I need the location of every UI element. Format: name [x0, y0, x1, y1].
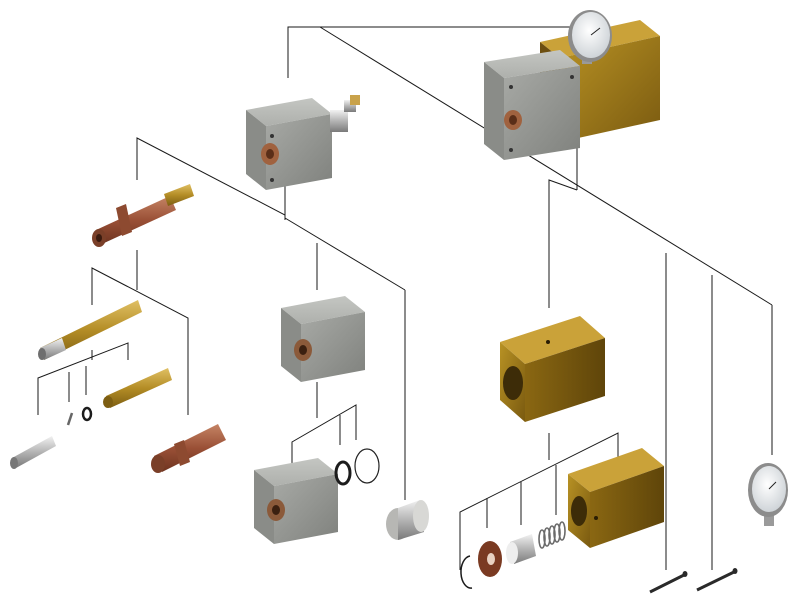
piston — [506, 534, 536, 564]
block-assembly — [281, 296, 365, 382]
top-assembly-with-gauge — [484, 10, 660, 160]
end-plug — [386, 500, 429, 540]
small-pin — [10, 436, 56, 469]
spring — [538, 521, 566, 549]
retaining-ring — [460, 555, 473, 589]
roll-pin — [66, 412, 74, 426]
pressure-gauge — [748, 463, 788, 526]
connector-long-diagonal — [319, 26, 773, 306]
backup-ring — [354, 448, 380, 484]
connector-lines — [37, 26, 773, 570]
seal-washer — [478, 541, 502, 577]
bolt — [649, 571, 688, 594]
poppet-assembly — [92, 184, 194, 247]
copper-poppet — [151, 424, 226, 473]
connector-housing-parts — [459, 432, 619, 570]
connector-small-parts — [37, 342, 129, 415]
brass-housing-end — [568, 448, 664, 548]
connector-valve-right — [284, 217, 406, 291]
poppet-guide — [38, 300, 142, 360]
connector-poppet-bracket — [91, 267, 189, 415]
valve-block-assembly — [246, 95, 360, 190]
block-body — [254, 458, 338, 544]
brass-sleeve — [103, 368, 172, 408]
bolt — [696, 568, 738, 592]
brass-housing — [500, 316, 605, 422]
connector-block-bracket — [291, 404, 357, 470]
o-ring-small — [81, 406, 93, 422]
connector-housing-bracket — [548, 179, 578, 308]
o-ring-large — [334, 460, 352, 486]
